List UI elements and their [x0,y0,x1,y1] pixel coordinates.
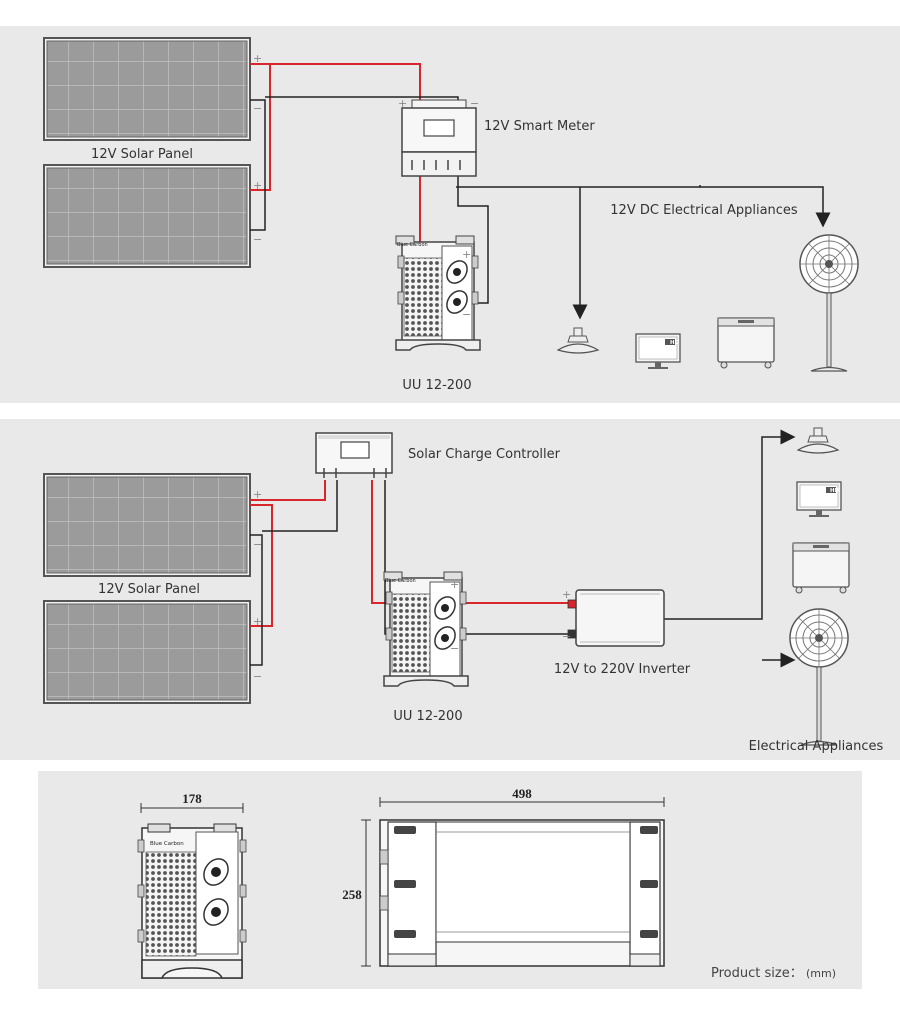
battery-top-view [361,797,665,967]
section1-tv-badge: HD [670,340,680,346]
battery2-minus-sign: − [450,642,459,655]
section1-battery-brand: Blue Carbon [397,242,428,248]
product-size-label: Product size： [711,966,803,981]
panel4-minus-sign: − [253,670,262,683]
panel2-plus-sign: + [253,179,262,192]
height-dimension-label: 258 [342,887,362,902]
side-view-battery-brand: Blue Carbon [150,841,184,847]
panel1-minus-sign: − [253,102,262,115]
battery-side-view [137,803,247,979]
meter-minus-sign: − [470,97,479,110]
section1-solar-panel-label: 12V Solar Panel [91,147,193,162]
battery1-minus-sign: − [462,308,471,321]
solar-panel-1 [43,37,251,141]
dc-appliances-label: 12V DC Electrical Appliances [610,203,798,218]
inverter-plus-sign: + [562,588,571,601]
section2-tv-badge: HD [830,488,840,494]
solar-panel-4 [43,600,251,704]
charge-controller-label: Solar Charge Controller [408,447,561,462]
inverter [567,589,665,647]
panel3-minus-sign: − [253,538,262,551]
section1-fridge-icon [717,317,775,369]
meter-plus-sign: + [398,97,407,110]
panel3-plus-sign: + [253,488,262,501]
solar-panel-2 [43,164,251,268]
panel1-plus-sign: + [253,52,262,65]
solar-charge-controller [315,432,393,478]
panel2-minus-sign: − [253,233,262,246]
product-size-unit: (mm) [806,967,836,980]
section2-positive-wires [250,480,568,627]
battery1-plus-sign: + [462,248,471,261]
panel4-plus-sign: + [253,615,262,628]
inverter-label: 12V to 220V Inverter [554,662,691,677]
section2-fridge-icon [792,542,850,594]
width-dimension-label: 178 [182,791,202,806]
section2-negative-wires [250,429,796,668]
section2-solar-panel-label: 12V Solar Panel [98,582,200,597]
inverter-minus-sign: − [562,630,571,643]
section2-battery-label: UU 12-200 [393,709,462,724]
smart-meter [401,99,477,177]
solar-panel-3 [43,473,251,577]
section1-battery-label: UU 12-200 [402,378,471,393]
smart-meter-label: 12V Smart Meter [484,119,595,134]
battery2-plus-sign: + [450,578,459,591]
length-dimension-label: 498 [512,786,532,801]
section2-battery-brand: Blue Carbon [385,578,416,584]
electrical-appliances-label: Electrical Appliances [749,739,884,754]
